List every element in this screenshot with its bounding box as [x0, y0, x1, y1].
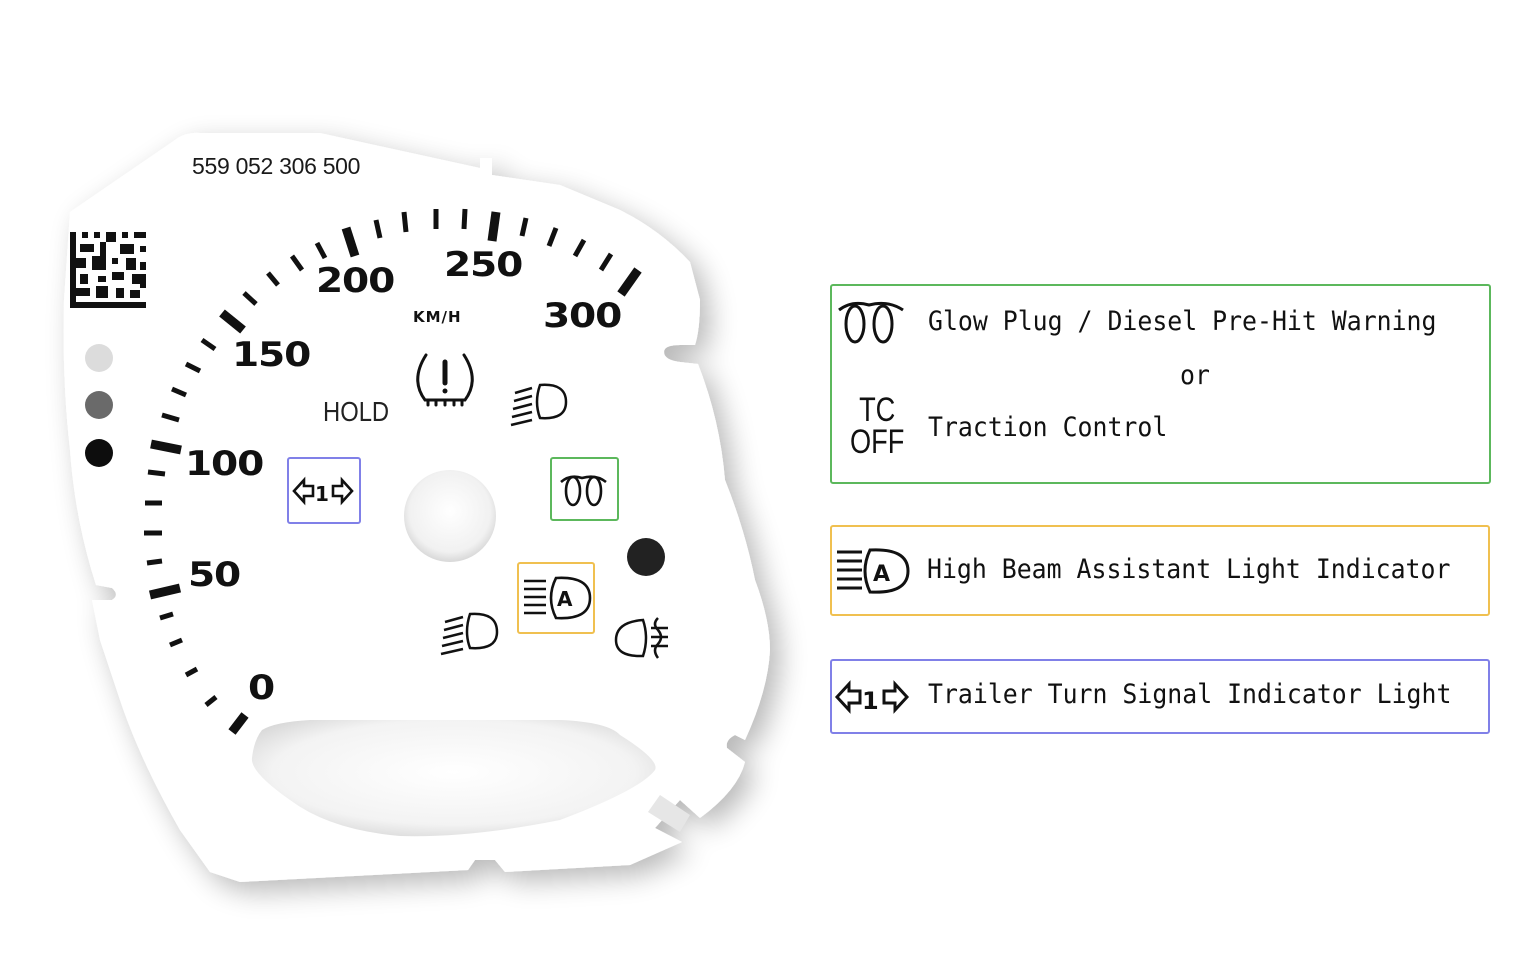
indicator-dot-dark [85, 439, 113, 467]
svg-text:1: 1 [862, 687, 879, 715]
legend-or-label: or [1180, 360, 1210, 391]
svg-text:1: 1 [315, 482, 329, 506]
svg-text:A: A [557, 587, 573, 611]
speed-label-150: 150 [232, 335, 311, 375]
speed-label-200: 200 [316, 261, 395, 301]
hold-indicator-label: HOLD [323, 396, 390, 427]
indicator-dot-light [85, 344, 113, 372]
tire-pressure-warning-icon [416, 353, 474, 407]
tc-off-line2: OFF [850, 423, 905, 461]
mounting-tab-notch [648, 795, 690, 832]
legend-trailer-panel: Trailer Turn Signal Indicator Light [830, 659, 1490, 734]
speed-label-300: 300 [543, 296, 622, 336]
legend-glow-plug-title: Glow Plug / Diesel Pre-Hit Warning [928, 306, 1437, 337]
indicator-dot-medium [85, 391, 113, 419]
indicator-dot-right [627, 538, 665, 576]
display-window-cutout [251, 720, 656, 837]
rear-fog-light-icon [614, 617, 668, 659]
speed-label-50: 50 [188, 555, 241, 595]
high-beam-assist-highlight-box [517, 562, 595, 634]
high-beam-assist-icon: A [524, 576, 592, 620]
low-beam-lower-icon [440, 612, 499, 656]
data-matrix-code [70, 232, 146, 308]
glow-plug-icon [560, 475, 607, 507]
legend-traction-control-title: Traction Control [928, 412, 1168, 443]
legend-high-beam-panel: High Beam Assistant Light Indicator [830, 525, 1490, 616]
legend-trailer-title: Trailer Turn Signal Indicator Light [928, 679, 1452, 710]
legend-glow-plug-panel: Glow Plug / Diesel Pre-Hit Warning or TC… [830, 284, 1491, 484]
part-number: 559 052 306 500 [192, 153, 361, 179]
tc-off-icon: TC OFF [850, 391, 905, 461]
low-beam-icon [510, 383, 568, 427]
legend-high-beam-title: High Beam Assistant Light Indicator [927, 554, 1451, 585]
speed-label-250: 250 [444, 245, 523, 285]
speed-tick-marks [144, 208, 642, 735]
glow-plug-highlight-box [550, 457, 619, 521]
speed-label-0: 0 [248, 668, 275, 708]
svg-text:A: A [873, 562, 890, 587]
needle-hub-hole [404, 470, 496, 562]
speed-label-100: 100 [185, 444, 264, 484]
trailer-signal-highlight-box [287, 457, 361, 524]
speed-unit-label: KM/H [413, 308, 462, 326]
legend-glow-plug-icon [838, 301, 904, 344]
trailer-turn-signal-icon: 1 [292, 476, 354, 506]
legend-trailer-turn-signal-icon: 1 [834, 680, 910, 715]
tc-off-line1: TC [859, 391, 896, 429]
legend-high-beam-assist-icon: A [837, 548, 910, 594]
